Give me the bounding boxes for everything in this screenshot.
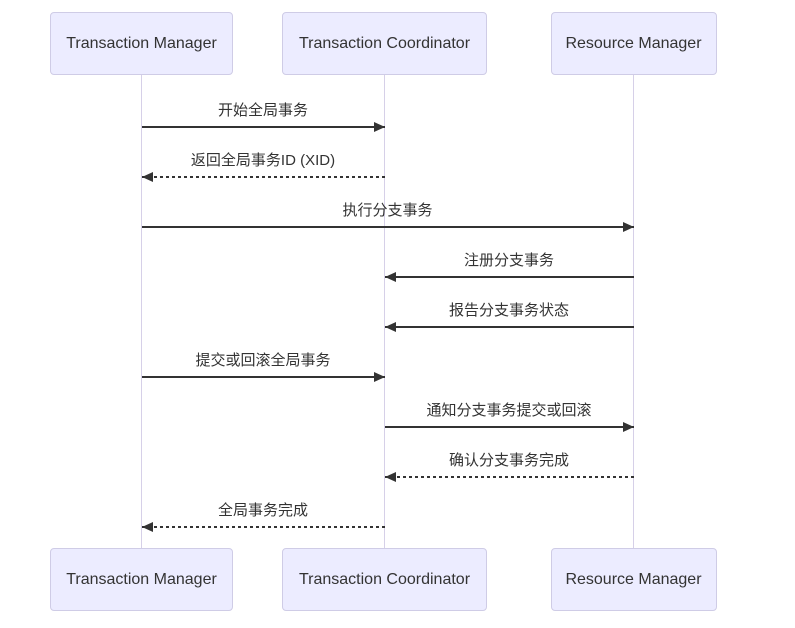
actor-box-bottom-transaction-coordinator: Transaction Coordinator bbox=[282, 548, 487, 611]
actor-box-top-transaction-manager: Transaction Manager bbox=[50, 12, 233, 75]
message-line-solid bbox=[384, 276, 634, 278]
arrowhead-right-icon bbox=[622, 222, 634, 232]
message-label: 全局事务完成 bbox=[217, 502, 308, 519]
message-line-dashed bbox=[141, 176, 385, 178]
arrowhead-right-icon bbox=[373, 372, 385, 382]
arrowhead-right-icon bbox=[373, 122, 385, 132]
actor-box-bottom-transaction-manager: Transaction Manager bbox=[50, 548, 233, 611]
message-label: 确认分支事务完成 bbox=[448, 452, 569, 469]
message-line-solid bbox=[384, 326, 634, 328]
actor-label: Resource Manager bbox=[565, 34, 702, 52]
message-line-solid bbox=[141, 126, 385, 128]
message-label: 通知分支事务提交或回滚 bbox=[426, 402, 592, 419]
arrowhead-left-icon bbox=[141, 172, 153, 182]
message-line-solid bbox=[141, 226, 634, 228]
lifeline-transaction-coordinator bbox=[383, 75, 386, 548]
message-label: 报告分支事务状态 bbox=[448, 302, 569, 319]
message-label: 执行分支事务 bbox=[342, 202, 433, 219]
actor-box-bottom-resource-manager: Resource Manager bbox=[550, 548, 717, 611]
actor-label: Transaction Coordinator bbox=[298, 570, 471, 588]
actor-box-top-resource-manager: Resource Manager bbox=[550, 12, 717, 75]
lifeline-resource-manager bbox=[632, 75, 635, 548]
actor-label: Transaction Coordinator bbox=[298, 34, 471, 52]
message-label: 注册分支事务 bbox=[463, 252, 554, 269]
message-label: 开始全局事务 bbox=[217, 102, 308, 119]
actor-label: Transaction Manager bbox=[66, 570, 217, 588]
message-line-dashed bbox=[384, 476, 634, 478]
actor-label: Transaction Manager bbox=[66, 34, 217, 52]
arrowhead-left-icon bbox=[384, 322, 396, 332]
message-label: 返回全局事务ID (XID) bbox=[190, 152, 336, 169]
message-label: 提交或回滚全局事务 bbox=[195, 352, 331, 369]
actor-label: Resource Manager bbox=[565, 570, 702, 588]
lifeline-transaction-manager bbox=[140, 75, 143, 548]
arrowhead-left-icon bbox=[384, 272, 396, 282]
arrowhead-left-icon bbox=[141, 522, 153, 532]
message-line-dashed bbox=[141, 526, 385, 528]
message-line-solid bbox=[384, 426, 634, 428]
message-line-solid bbox=[141, 376, 385, 378]
arrowhead-right-icon bbox=[622, 422, 634, 432]
arrowhead-left-icon bbox=[384, 472, 396, 482]
actor-box-top-transaction-coordinator: Transaction Coordinator bbox=[282, 12, 487, 75]
